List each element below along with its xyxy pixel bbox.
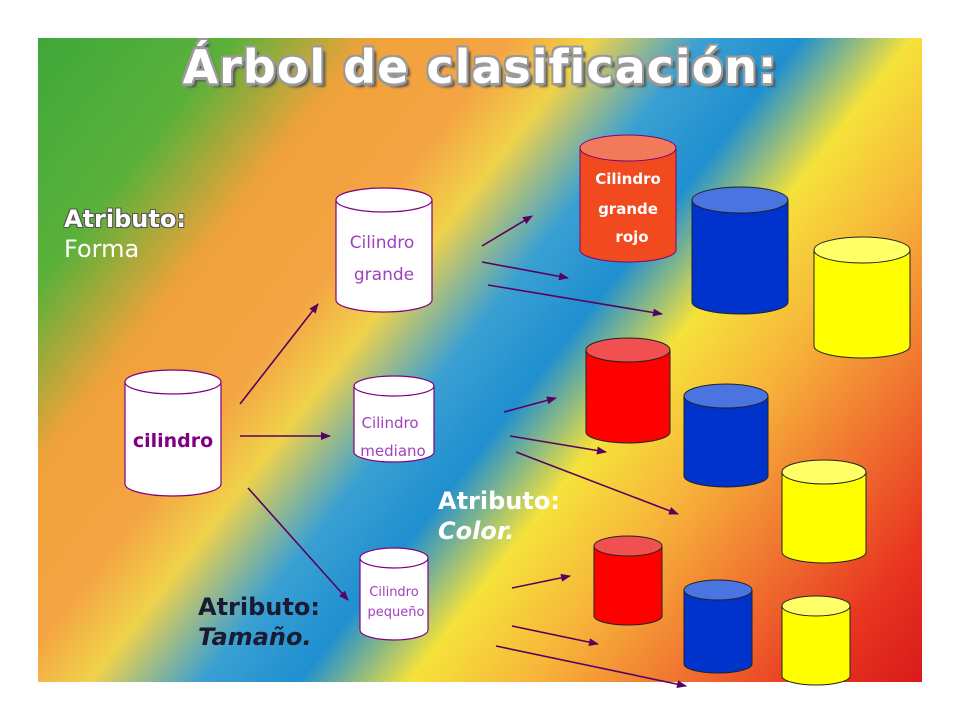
label-forma-value: Forma <box>64 235 140 263</box>
cylinder-mediano-rojo <box>585 337 671 444</box>
cylinder-pequeno: Cilindro pequeño <box>359 547 429 641</box>
label-tamano-value: Tamaño. <box>198 623 312 651</box>
cylinder-pequeno-label-2: pequeño <box>368 605 425 620</box>
cylinder-mediano-label-2: mediano <box>360 442 425 460</box>
cylinder-grande: Cilindro grande <box>335 187 433 313</box>
cylinder-pequeno-azul <box>683 579 753 674</box>
arrow-grande-to-red <box>481 215 533 247</box>
arrow-mediano-to-blue <box>509 435 607 455</box>
label-attribute-color: Atributo: Color. <box>438 486 560 546</box>
arrow-pequeno-to-red <box>511 573 571 589</box>
tree-arrows <box>239 215 687 689</box>
cylinder-pequeno-label-1: Cilindro <box>369 585 418 600</box>
label-attribute-forma: Atributo: Forma <box>64 204 186 264</box>
cylinder-grande-amarillo <box>813 236 911 359</box>
cylinder-grande-rojo-label-3: rojo <box>615 228 648 246</box>
arrow-grande-to-blue <box>481 261 569 281</box>
slide-title: Árbol de clasificación: <box>182 40 778 94</box>
arrow-grande-to-yellow <box>487 284 663 317</box>
cylinder-grande-rojo: Cilindro grande rojo <box>579 134 677 263</box>
cylinder-grande-label-2: grande <box>354 265 414 285</box>
label-color-heading: Atributo: <box>438 487 560 515</box>
arrow-pequeno-to-blue <box>511 625 599 647</box>
arrow-pequeno-to-yellow <box>495 645 687 689</box>
label-attribute-tamano: Atributo: Tamaño. <box>198 592 320 652</box>
cylinder-grande-rojo-label-1: Cilindro <box>595 170 661 188</box>
arrow-root-to-pequeno <box>247 487 349 601</box>
slide-background <box>38 38 922 682</box>
cylinder-mediano: Cilindro mediano <box>353 375 435 463</box>
label-tamano-heading: Atributo: <box>198 593 320 621</box>
cylinder-grande-rojo-label-2: grande <box>598 200 658 218</box>
cylinder-mediano-label-1: Cilindro <box>361 414 418 432</box>
arrow-root-to-grande <box>239 303 319 405</box>
cylinder-grande-azul <box>691 186 789 315</box>
cylinder-pequeno-amarillo <box>781 595 851 686</box>
cylinder-pequeno-rojo <box>593 535 663 626</box>
cylinder-root-label: cilindro <box>133 430 213 452</box>
arrow-mediano-to-yellow <box>515 451 679 515</box>
cylinder-mediano-amarillo <box>781 459 867 564</box>
cylinder-mediano-azul <box>683 383 769 488</box>
label-color-value: Color. <box>438 517 515 545</box>
cylinder-root: cilindro <box>124 369 222 497</box>
label-forma-heading: Atributo: <box>64 205 186 233</box>
cylinder-grande-label-1: Cilindro <box>350 233 415 253</box>
arrow-mediano-to-red <box>503 396 557 413</box>
